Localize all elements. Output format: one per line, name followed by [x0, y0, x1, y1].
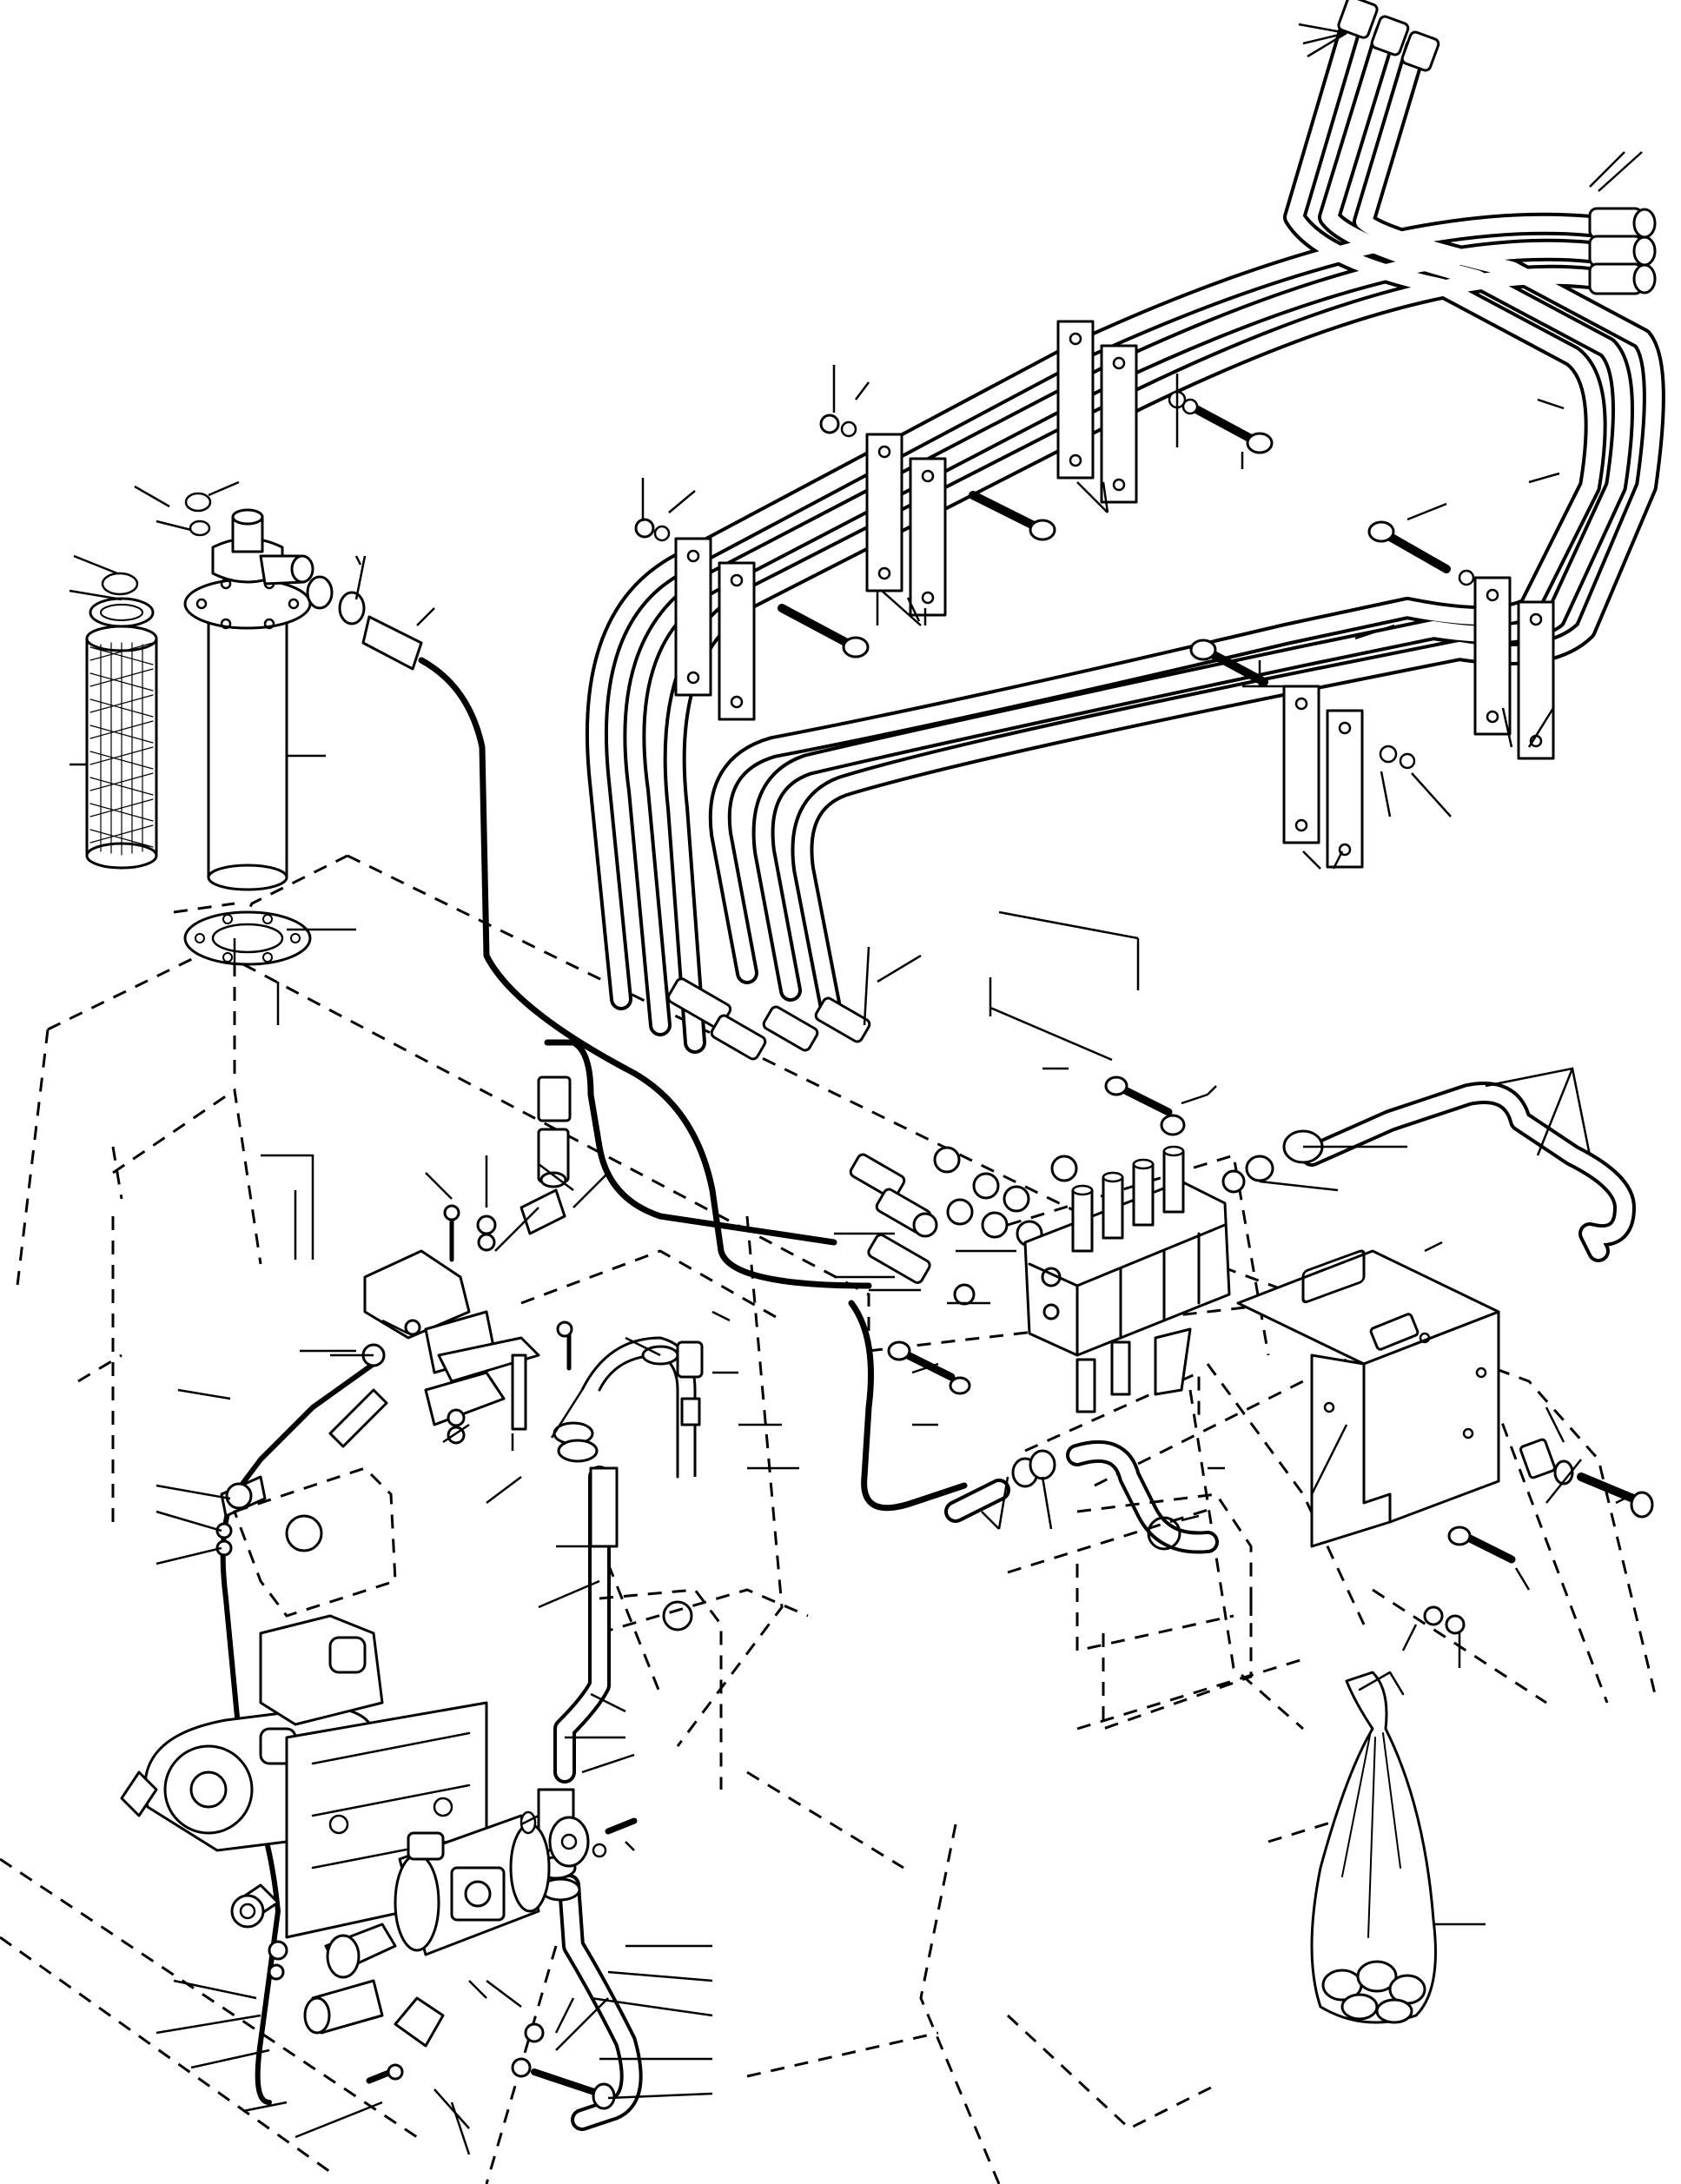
hose-bundle: [585, 6, 1665, 1054]
hex-fitting-icon: [1337, 0, 1440, 72]
return-pipe-right: [1221, 1082, 1636, 1262]
parts-bag: [1310, 1671, 1437, 2024]
washer-icon: [1321, 1960, 1426, 2024]
control-valve-block: [1023, 1145, 1231, 1413]
hydraulic-pump: [120, 1475, 638, 2110]
mounting-bracket-plate: [1236, 1249, 1500, 1548]
return-filter-assembly: [183, 492, 423, 966]
leader-lines: [69, 23, 1643, 2155]
filter-mesh: [89, 642, 154, 856]
return-line-fittings: [328, 1128, 573, 1448]
suction-hose-right: [944, 1439, 1219, 1554]
chassis-outline: [0, 854, 1657, 2184]
hose-end-fittings: [1337, 0, 1657, 295]
filter-element: [85, 572, 158, 870]
pump-mount-block: [233, 1466, 1253, 1790]
bolts-and-nuts: [634, 390, 1475, 770]
hose-clamp-bracket: [674, 320, 1555, 869]
hose-couplings: [537, 977, 932, 1284]
hex-fitting-icon: [1588, 207, 1657, 295]
bracket-bolts: [887, 1075, 1654, 1635]
